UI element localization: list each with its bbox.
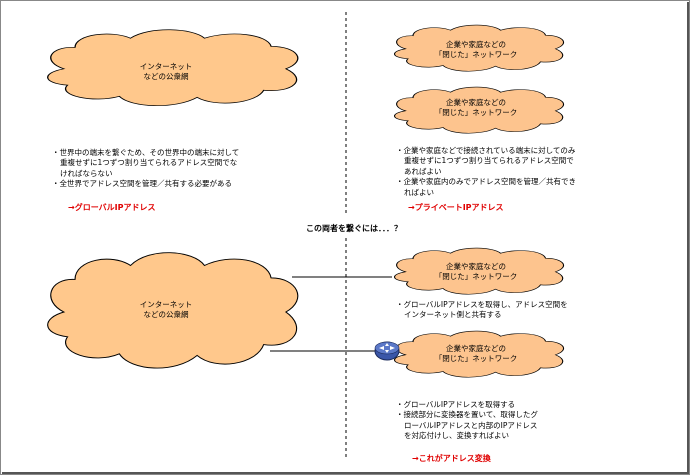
bullet-text-continuation: ローバルIPアドレスと内部のIPアドレス bbox=[404, 420, 538, 430]
address-translation-approach: グローバルIPアドレスを取得する 接続部分に変換器を置いて、取得したグ ローバル… bbox=[396, 400, 538, 442]
global-address-requirements: 世界中の端末を繋ぐため、その世界中の端末に対して 重複せずに1つずつ割り当てられ… bbox=[52, 148, 240, 190]
bullet-text-continuation: 重複せずに1つずつ割り当てられるアドレス空間で bbox=[404, 156, 574, 166]
bullet-text-continuation: ればよい bbox=[404, 187, 434, 197]
closed-network-cloud-bottom-lower-label: 企業や家庭などの 「閉じた」ネットワーク bbox=[434, 344, 518, 363]
connection-question: この両者を繋ぐには．．．？ bbox=[306, 224, 402, 233]
bullet-text: 企業や家庭などで接続されている端末に対してのみ bbox=[396, 146, 576, 156]
bullet-text: 企業や家庭内のみでアドレス空間を管理／共有でき bbox=[396, 177, 577, 187]
bullet-text-continuation: あればよい bbox=[404, 166, 442, 176]
bullet-text: 世界中の端末を繋ぐため、その世界中の端末に対して bbox=[52, 148, 240, 158]
closed-network-cloud-top-a-label: 企業や家庭などの 「閉じた」ネットワーク bbox=[434, 40, 518, 59]
bullet-text-continuation: 重複せずに1つずつ割り当てられるアドレス空間でな bbox=[60, 158, 238, 168]
shared-address-approach: グローバルIPアドレスを取得し、アドレス空間を インターネット側と共有する bbox=[396, 300, 568, 321]
internet-cloud-top-label: インターネット などの公衆網 bbox=[139, 62, 193, 81]
bullet-text: 接続部分に変換器を置いて、取得したグ bbox=[396, 410, 538, 420]
bullet-text: 全世界でアドレス空間を管理／共有する必要がある bbox=[52, 179, 239, 189]
bullet-text-continuation: を対応付けし、変換すればよい bbox=[404, 431, 509, 441]
bullet-text: グローバルIPアドレスを取得し、アドレス空間を bbox=[396, 300, 568, 310]
closed-network-cloud-top-b-label: 企業や家庭などの 「閉じた」ネットワーク bbox=[434, 98, 518, 117]
bullet-text: グローバルIPアドレスを取得する bbox=[396, 400, 538, 410]
closed-network-cloud-bottom-upper-label: 企業や家庭などの 「閉じた」ネットワーク bbox=[434, 262, 518, 281]
private-address-requirements: 企業や家庭などで接続されている端末に対してのみ 重複せずに1つずつ割り当てられる… bbox=[396, 146, 577, 198]
bullet-text-continuation: ければならない bbox=[60, 168, 113, 178]
private-ip-conclusion: →プライベートIPアドレス bbox=[408, 203, 504, 212]
global-ip-conclusion: →グローバルIPアドレス bbox=[68, 203, 156, 212]
router-icon bbox=[374, 341, 400, 361]
bullet-text-continuation: インターネット側と共有する bbox=[404, 310, 502, 320]
internet-cloud-bottom-label: インターネット などの公衆網 bbox=[139, 300, 193, 319]
address-translation-conclusion: →これがアドレス変換 bbox=[412, 454, 491, 463]
